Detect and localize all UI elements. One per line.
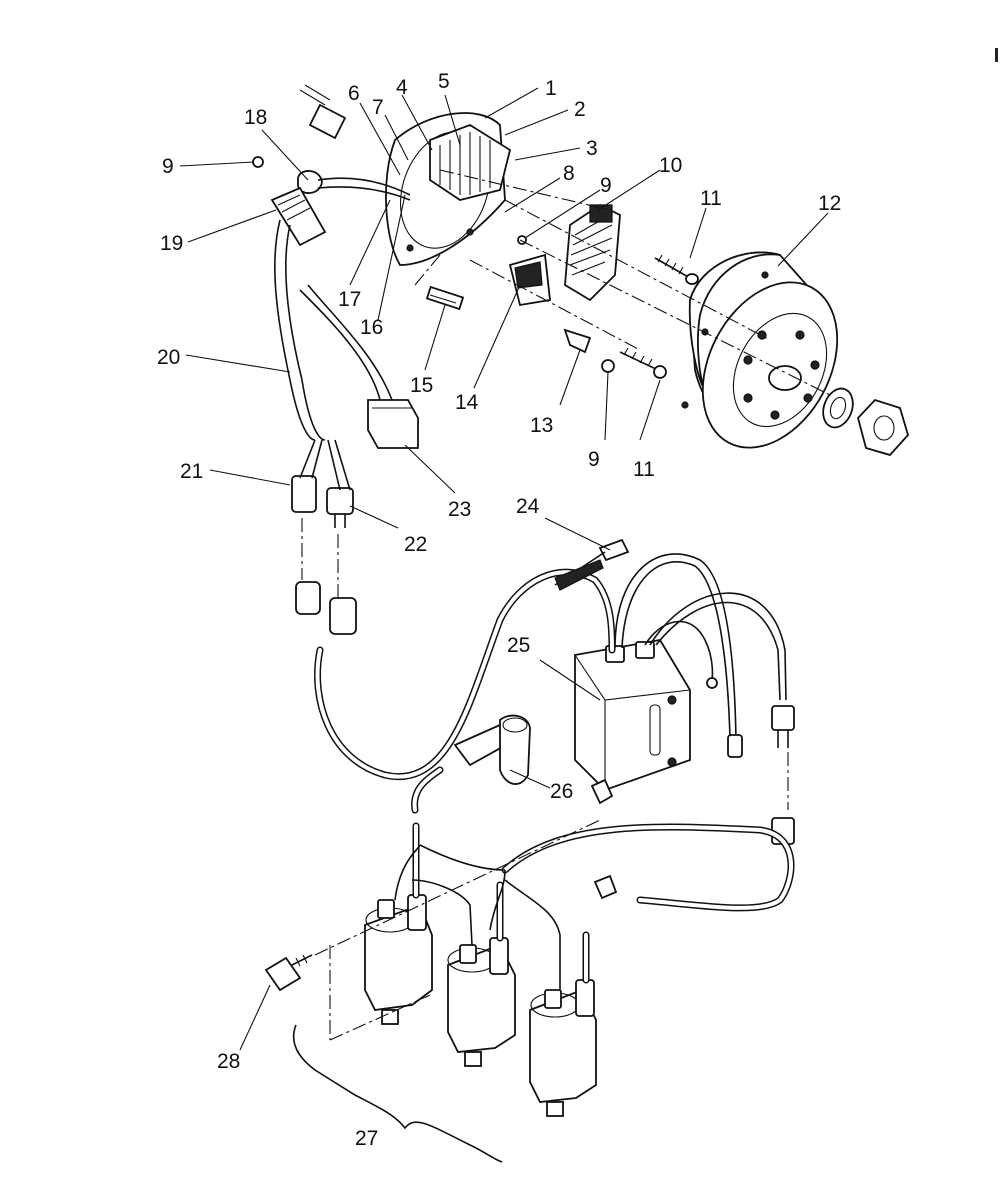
callout-11-lower: 11 (633, 458, 655, 481)
ignition-coil-3 (529, 931, 597, 1117)
mount-bushing-b (593, 874, 618, 900)
lighting-coil (564, 203, 621, 302)
callout-19: 19 (160, 232, 183, 255)
callout-14: 14 (455, 391, 479, 414)
callout-18: 18 (244, 106, 267, 129)
callout-8: 8 (563, 162, 575, 185)
callout-21: 21 (180, 460, 203, 483)
small-screw-a (252, 156, 264, 168)
mounting-screw-upper (654, 254, 699, 285)
connector-22 (326, 487, 354, 528)
connector-block (270, 186, 327, 247)
callout-4: 4 (396, 76, 408, 99)
callout-3: 3 (586, 137, 598, 160)
ground-bracket (563, 328, 592, 354)
callout-27: 27 (355, 1127, 378, 1150)
cdi-box (574, 639, 691, 792)
callout-11-upper: 11 (700, 187, 722, 210)
mating-connector-a (295, 581, 321, 615)
small-screw-c (601, 359, 615, 373)
cable-tie (554, 538, 630, 591)
callout-7: 7 (372, 96, 384, 119)
callout-17: 17 (338, 288, 361, 311)
callout-5: 5 (438, 70, 450, 93)
callout-15: 15 (410, 374, 433, 397)
stator-screw (425, 285, 465, 311)
ignition-coil-1 (364, 822, 433, 1025)
callout-16: 16 (360, 316, 383, 339)
callout-26: 26 (550, 780, 573, 803)
cdi-plug-connector (771, 705, 795, 748)
flywheel-nut (857, 398, 910, 457)
callout-2: 2 (574, 98, 586, 121)
mounting-screw-lower (619, 347, 667, 379)
voltage-regulator-connector (367, 399, 419, 449)
ignition-coil-2 (447, 881, 516, 1067)
callout-10: 10 (659, 154, 682, 177)
callout-numbers: 1 2 3 4 5 6 7 8 9 9 9 10 11 11 12 13 14 … (157, 70, 841, 1150)
cdi-lead-connector (727, 734, 743, 758)
edge-mark (995, 48, 998, 62)
connector-21 (291, 475, 317, 513)
callout-6: 6 (348, 82, 360, 105)
callout-9-left: 9 (162, 155, 174, 178)
spark-plug-cap (453, 714, 531, 785)
washer (822, 387, 854, 429)
callout-1: 1 (545, 77, 557, 100)
mating-connector-b (329, 597, 357, 635)
leader-lines (179, 87, 829, 1051)
callout-20: 20 (157, 346, 180, 369)
callout-12: 12 (818, 192, 841, 215)
callout-9-upper: 9 (600, 174, 612, 197)
callout-25: 25 (507, 634, 530, 657)
callout-9-lower: 9 (588, 448, 600, 471)
callout-22: 22 (404, 533, 427, 556)
coil-mount-bolt (264, 954, 313, 992)
callout-13: 13 (530, 414, 553, 437)
callout-28: 28 (217, 1050, 240, 1073)
mount-bushing-a (590, 778, 614, 805)
callout-24: 24 (516, 495, 540, 518)
flywheel (681, 251, 839, 449)
pickup-coil (508, 253, 551, 307)
callout-23: 23 (448, 498, 471, 521)
plug-connector (299, 84, 347, 140)
